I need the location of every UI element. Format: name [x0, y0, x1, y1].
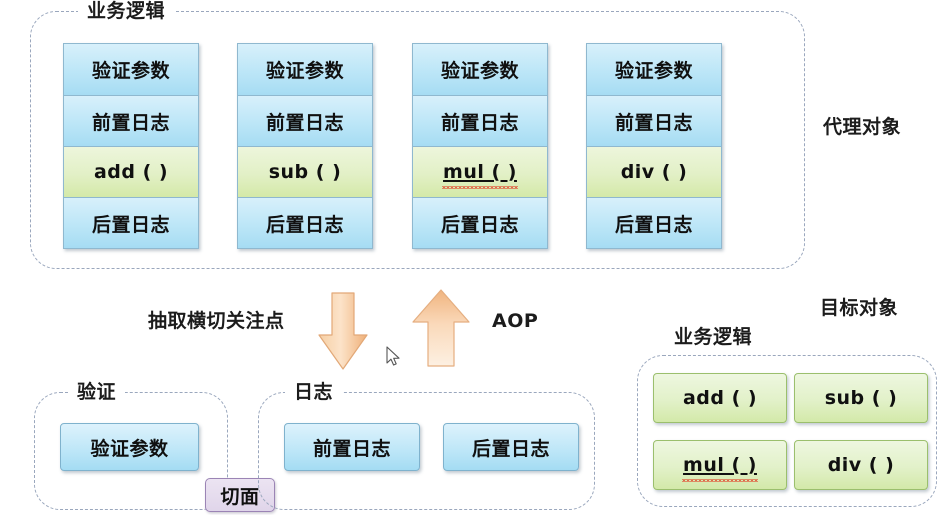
- logging-chip-after-log: 后置日志: [443, 423, 579, 471]
- proxy-cell-validate: 验证参数: [238, 44, 372, 95]
- proxy-cell-method: sub ( ): [238, 146, 372, 197]
- logging-group-label: 日志: [285, 383, 343, 402]
- misspelled-method-name: mul ( ): [442, 161, 518, 189]
- target-chip-sub: sub ( ): [794, 373, 928, 423]
- proxy-method-column-add: 验证参数 前置日志 add ( ) 后置日志: [63, 43, 199, 249]
- extract-crosscutting-concerns-label: 抽取横切关注点: [148, 310, 285, 332]
- proxy-cell-validate: 验证参数: [413, 44, 547, 95]
- proxy-cell-before-log: 前置日志: [238, 95, 372, 146]
- proxy-cell-validate: 验证参数: [587, 44, 721, 95]
- proxy-cell-method: add ( ): [64, 146, 198, 197]
- misspelled-method-name: mul ( ): [682, 454, 758, 482]
- proxy-cell-before-log: 前置日志: [587, 95, 721, 146]
- validation-aspect-group: [34, 392, 228, 510]
- proxy-cell-after-log: 后置日志: [587, 197, 721, 248]
- proxy-group-label: 业务逻辑: [78, 2, 175, 21]
- proxy-method-column-sub: 验证参数 前置日志 sub ( ) 后置日志: [237, 43, 373, 249]
- proxy-cell-after-log: 后置日志: [413, 197, 547, 248]
- target-group-label: 业务逻辑: [665, 328, 762, 347]
- logging-chip-before-log: 前置日志: [284, 423, 420, 471]
- target-chip-mul: mul ( ): [653, 440, 787, 490]
- target-object-title: 目标对象: [820, 297, 899, 319]
- proxy-method-column-div: 验证参数 前置日志 div ( ) 后置日志: [586, 43, 722, 249]
- extract-crosscutting-concerns-arrow: [318, 292, 368, 370]
- proxy-cell-validate: 验证参数: [64, 44, 198, 95]
- target-chip-add: add ( ): [653, 373, 787, 423]
- proxy-cell-method: mul ( ): [413, 146, 547, 197]
- proxy-method-column-mul: 验证参数 前置日志 mul ( ) 后置日志: [412, 43, 548, 249]
- proxy-object-title: 代理对象: [823, 116, 902, 138]
- mouse-cursor-icon: [386, 346, 400, 366]
- proxy-cell-before-log: 前置日志: [413, 95, 547, 146]
- validation-chip-validate-params: 验证参数: [60, 423, 199, 471]
- proxy-object-group: [30, 11, 805, 269]
- proxy-cell-before-log: 前置日志: [64, 95, 198, 146]
- validation-group-label: 验证: [68, 383, 126, 402]
- aop-label: AOP: [492, 310, 539, 332]
- proxy-cell-method: div ( ): [587, 146, 721, 197]
- target-chip-div: div ( ): [794, 440, 928, 490]
- target-object-group: [637, 355, 937, 507]
- proxy-cell-after-log: 后置日志: [238, 197, 372, 248]
- logging-aspect-group: [258, 392, 595, 510]
- aop-arrow: [412, 289, 470, 367]
- proxy-cell-after-log: 后置日志: [64, 197, 198, 248]
